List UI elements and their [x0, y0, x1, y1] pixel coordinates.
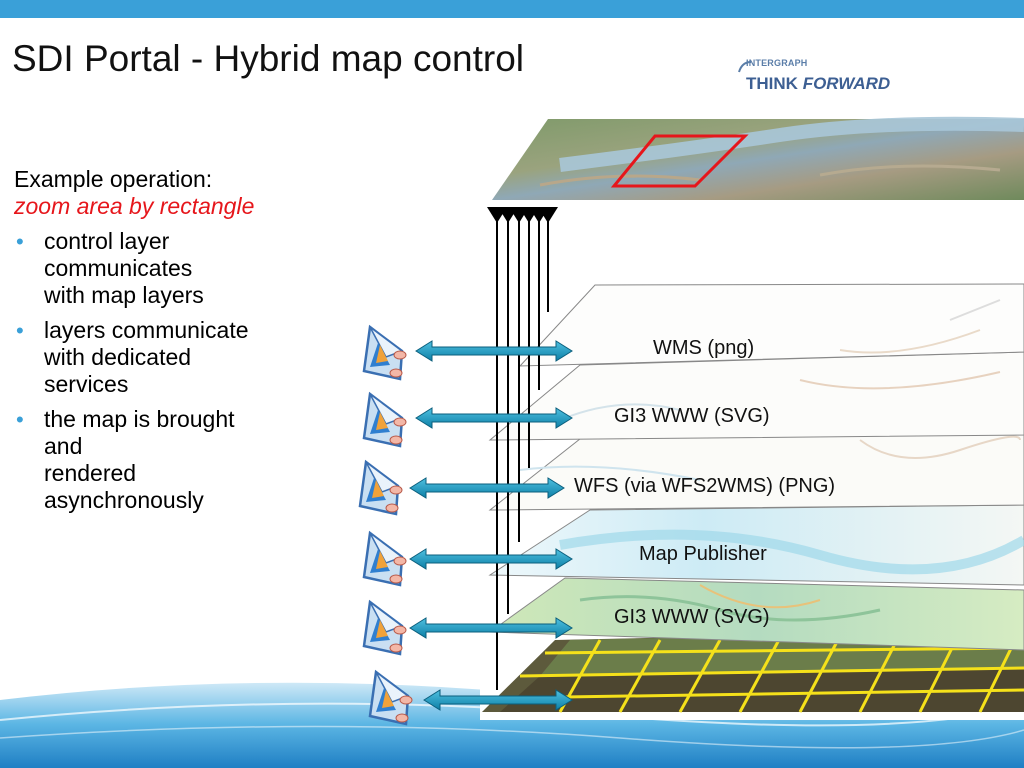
logo-forward: FORWARD [802, 74, 891, 93]
bullet-text: control layer communicates with map laye… [44, 228, 204, 308]
bullet-item: • layers communicate with dedicated servi… [14, 317, 334, 398]
selection-rectangle [610, 134, 749, 188]
service-icon[interactable] [356, 527, 416, 593]
logo-think: THINK [746, 74, 798, 93]
layer-label-gi3-www: GI3 WWW (SVG) [614, 405, 770, 427]
logo-swoosh-icon [738, 61, 752, 73]
service-icon[interactable] [352, 456, 412, 522]
operation-description: Example operation: zoom area by rectangl… [14, 166, 334, 522]
bullet-icon: • [16, 318, 24, 343]
layer-plane [488, 504, 1024, 586]
logo-company: INTERGRAPH [746, 58, 808, 68]
layer-label-wms: WMS (png) [653, 337, 755, 359]
layer-label-map-publisher: Map Publisher [639, 543, 767, 565]
bullet-text: layers communicate with dedicated servic… [44, 317, 249, 397]
bullet-list: • control layer communicates with map lay… [14, 228, 334, 514]
service-icon[interactable] [356, 596, 416, 662]
bullet-icon: • [16, 407, 24, 432]
service-arrows [409, 340, 573, 711]
layer-plane [518, 283, 1024, 367]
operation-heading: Example operation: [14, 166, 213, 192]
bullet-item: • the map is brought and rendered asynchr… [14, 406, 334, 514]
service-icon[interactable] [356, 388, 416, 454]
layer-label-wfs: WFS (via WFS2WMS) (PNG) [574, 475, 836, 497]
bullet-item: • control layer communicates with map lay… [14, 228, 334, 309]
layer-label-gi3-www-2: GI3 WWW (SVG) [614, 606, 770, 628]
operation-subheading: zoom area by rectangle [14, 193, 255, 219]
service-icon[interactable] [356, 321, 416, 387]
top-accent-bar [0, 0, 1024, 18]
service-icon[interactable] [362, 666, 422, 732]
control-layer-map [492, 116, 1024, 200]
page-title: SDI Portal - Hybrid map control [12, 38, 525, 79]
intergraph-logo: INTERGRAPH THINK FORWARD [738, 58, 918, 100]
bullet-text: the map is brought and rendered asynchro… [44, 406, 235, 513]
bullet-icon: • [16, 229, 24, 254]
layer-plane [488, 577, 1024, 651]
logo-tagline: THINK FORWARD [746, 74, 890, 94]
